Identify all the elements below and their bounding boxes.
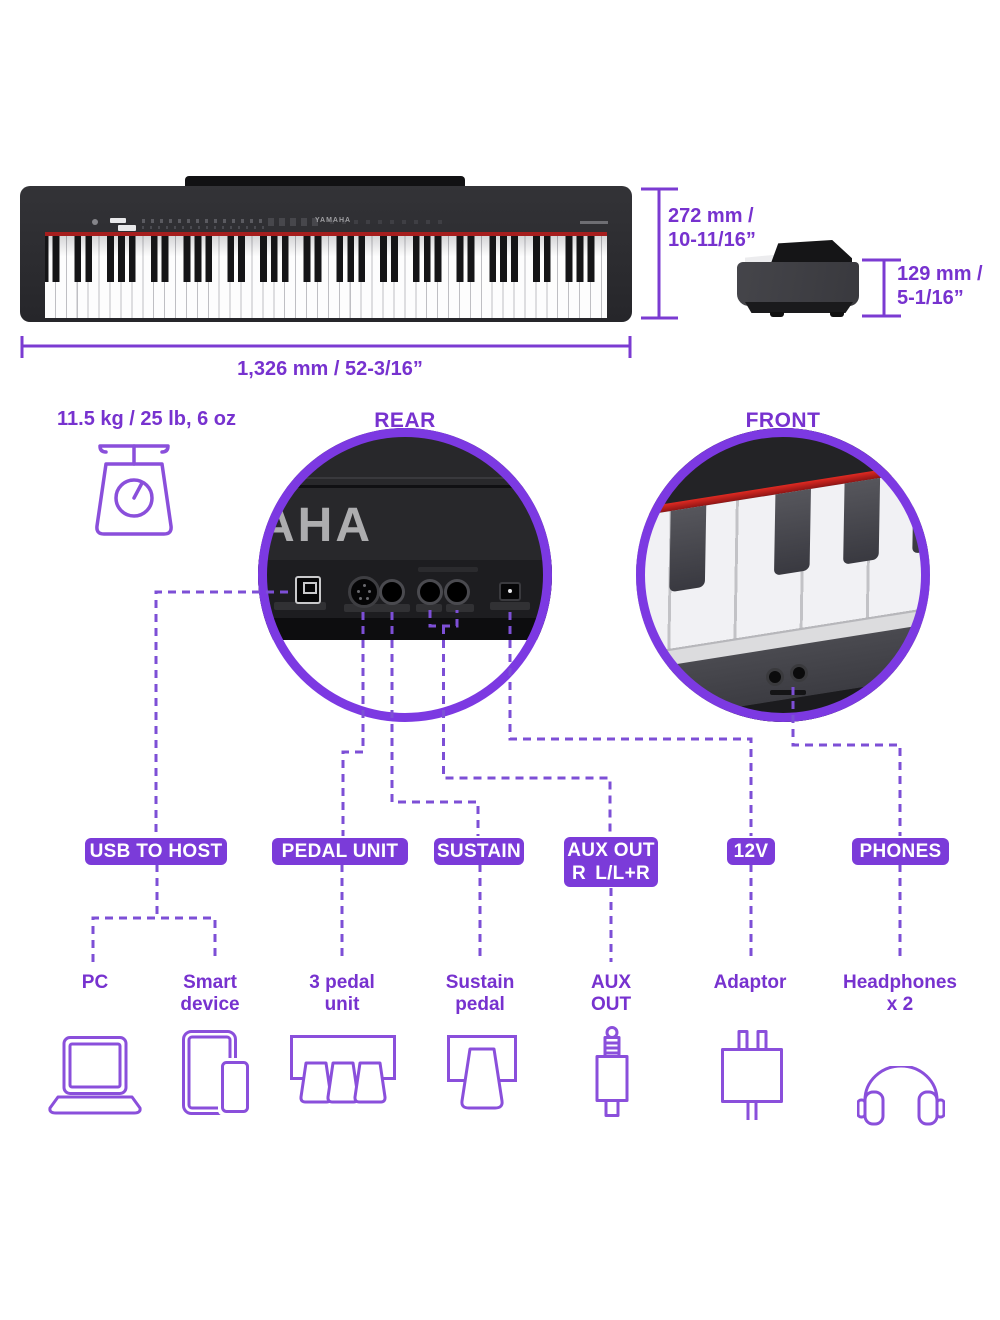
side-foot [770, 312, 784, 317]
felt-strip [45, 232, 607, 236]
model-name-print [580, 221, 608, 224]
piano-side-view [700, 230, 900, 330]
front-black-key [912, 466, 930, 554]
aux-out-l-jack [444, 579, 470, 605]
aux-out-r: R [572, 863, 587, 884]
rear-view-title: REAR [374, 409, 436, 432]
scale-icon [95, 444, 173, 536]
pedal-unit-din-port [348, 576, 380, 608]
three-pedal-unit-icon [290, 1035, 396, 1104]
rear-bottom-lip [258, 618, 552, 640]
port-label-plate [274, 602, 326, 610]
device-label-pc: PC [81, 972, 109, 993]
headphones-icon [857, 1066, 945, 1126]
aux-out-label-line1: AUX OUT [567, 840, 655, 861]
aux-plug-icon [595, 1026, 629, 1117]
laptop-icon [48, 1036, 142, 1115]
12v-label: 12V [727, 838, 775, 865]
rear-logo-text: AHA [260, 499, 373, 552]
aux-out-label-line2: R L/L+R [572, 862, 650, 885]
front-view-title: FRONT [745, 409, 821, 432]
black-keys [45, 236, 607, 282]
rear-view-circle: AHA [258, 428, 552, 722]
phones-label: PHONES [852, 838, 949, 865]
aux-out-r-jack [417, 579, 443, 605]
power-adaptor-icon [721, 1030, 783, 1120]
power-button [92, 219, 98, 225]
side-body [737, 262, 859, 306]
volume-slider-knob [118, 225, 136, 231]
port-label-plate [416, 604, 442, 612]
sustain-pedal-icon [447, 1035, 517, 1110]
front-black-key [669, 505, 707, 593]
pedal-unit-label: PEDAL UNIT [272, 838, 408, 865]
panel-buttons-row [142, 226, 264, 229]
usb-to-host-label: USB TO HOST [85, 838, 227, 865]
panel-buttons-row [268, 218, 318, 226]
panel-buttons-row [142, 219, 264, 223]
front-black-key [843, 477, 881, 565]
usb-to-host-port [295, 576, 321, 604]
weight-label: 11.5 kg / 25 lb, 6 oz [57, 408, 236, 430]
side-body-bottom [745, 302, 853, 313]
port-label-plate [378, 604, 410, 612]
rear-panel-seam [258, 485, 552, 488]
device-label-adaptor: Adaptor [713, 972, 787, 993]
yamaha-logo: YAMAHA [315, 217, 352, 224]
headphone-jack [790, 664, 808, 682]
usb-fork-line [91, 916, 217, 962]
side-foot [830, 312, 844, 317]
front-black-key [773, 488, 811, 576]
port-label-plate [490, 602, 530, 610]
port-label-plate [344, 604, 388, 612]
aux-out-lr: L/L+R [595, 863, 650, 884]
headphone-jack [766, 668, 784, 686]
aux-out-label: AUX OUT R L/L+R [564, 837, 658, 887]
rear-panel-seam [258, 477, 552, 479]
front-view-circle [636, 428, 930, 722]
dc-in-port [499, 582, 521, 601]
depth-dimension-label: 129 mm / 5-1/16” [897, 263, 983, 309]
width-dimension-label: 1,326 mm / 52-3/16” [237, 358, 423, 380]
port-label-plate [446, 604, 474, 612]
port-label-plate [418, 567, 478, 572]
piano-top-view: YAMAHA [0, 0, 1000, 400]
dimension-lines [20, 187, 901, 358]
panel-buttons-row [330, 220, 450, 224]
sustain-label: SUSTAIN [434, 838, 524, 865]
phones-label-plate [770, 690, 806, 695]
height-dimension-label: 272 mm / 10-11/16” [668, 205, 756, 251]
smart-device-icon [182, 1030, 252, 1116]
volume-slider [110, 218, 126, 223]
sustain-jack [379, 579, 405, 605]
